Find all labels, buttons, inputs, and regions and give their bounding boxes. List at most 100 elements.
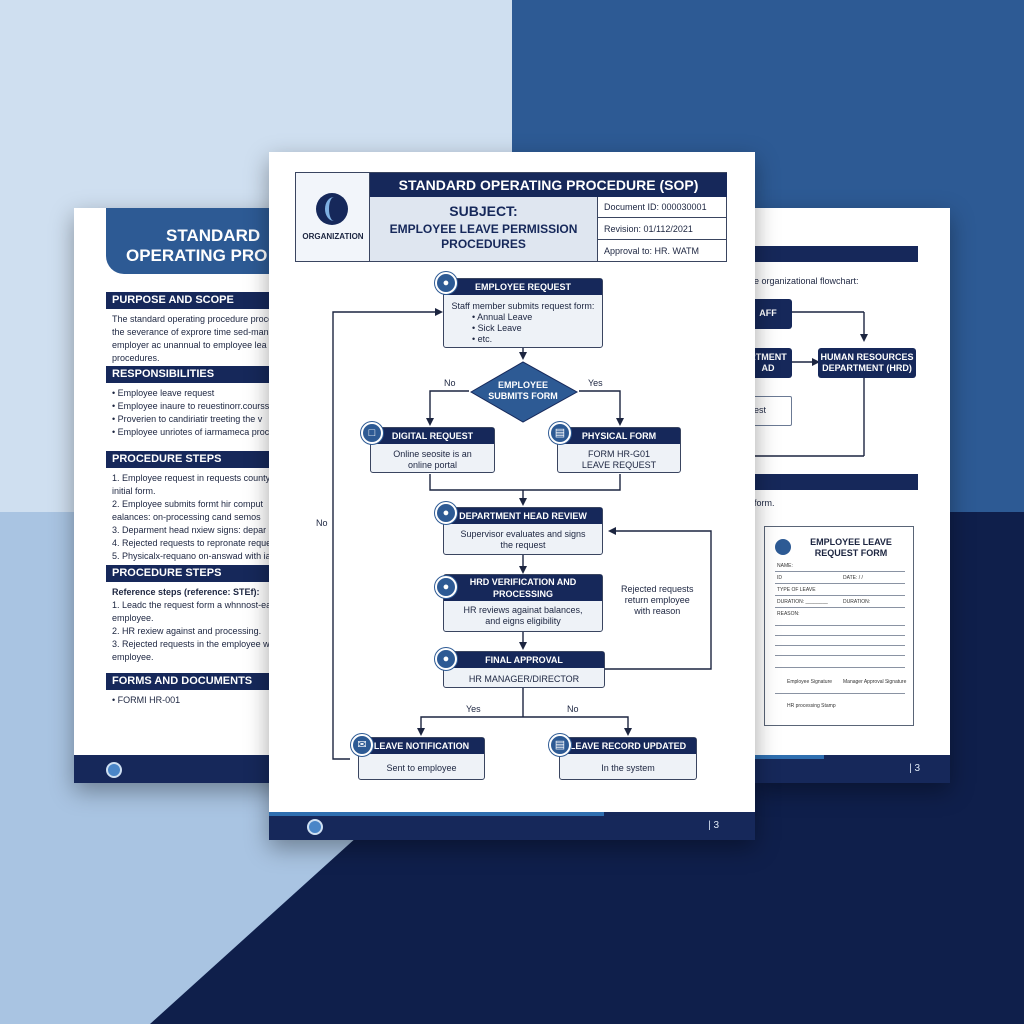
flowchart-intro: e organizational flowchart: bbox=[754, 276, 859, 286]
section-bar bbox=[754, 474, 918, 490]
approval: Approval to: HR. WATM bbox=[604, 246, 700, 256]
text-line: • Proverien to candiriatir treeting the … bbox=[112, 414, 263, 424]
text-line: Reference steps (reference: STEf): bbox=[112, 587, 260, 597]
document-icon: ▤ bbox=[549, 422, 571, 444]
org-box-hrd: HUMAN RESOURCES DEPARTMENT (HRD) bbox=[818, 348, 916, 378]
section-title: PROCEDURE STEPS bbox=[106, 565, 314, 582]
text-line: employee. bbox=[112, 613, 154, 623]
form-line bbox=[775, 635, 905, 636]
decision-no-label: No bbox=[444, 378, 456, 388]
form-line bbox=[775, 625, 905, 626]
flow-box-line: Staff member submits request form: bbox=[451, 301, 595, 311]
form-line bbox=[775, 595, 905, 596]
footer-logo-icon bbox=[106, 762, 122, 778]
note-line: Rejected requests bbox=[621, 584, 694, 594]
decision-diamond bbox=[469, 361, 579, 423]
flow-box-physical-form: PHYSICAL FORM FORM HR-G01 LEAVE REQUEST bbox=[557, 427, 681, 473]
subject-line: PROCEDURES bbox=[441, 237, 526, 251]
flow-box-line: • etc. bbox=[472, 334, 493, 344]
text-line: 1. Employee request in requests county bbox=[112, 473, 271, 483]
flowchart-connectors bbox=[332, 308, 712, 760]
text-line: • Employee leave request bbox=[112, 388, 215, 398]
flow-box-line: • Sick Leave bbox=[472, 323, 522, 333]
org-box-department: RTMENT AD bbox=[754, 348, 792, 378]
flow-box-line: and eigns eligibility bbox=[485, 616, 561, 626]
record-icon: ▤ bbox=[549, 734, 571, 756]
text-line: 4. Rejected requests to repronate reques bbox=[112, 538, 276, 548]
main-page-footer: | 3 bbox=[269, 812, 755, 840]
flow-box-line: • Annual Leave bbox=[472, 312, 533, 322]
user-check-icon: ● bbox=[435, 576, 457, 598]
sop-subject: SUBJECT: EMPLOYEE LEAVE PERMISSION PROCE… bbox=[370, 197, 598, 261]
subject-line: EMPLOYEE LEAVE PERMISSION bbox=[389, 222, 578, 236]
organization-name: ORGANIZATION bbox=[302, 232, 364, 241]
mail-icon: ✉ bbox=[351, 734, 373, 756]
revision: Revision: 01/112/2021 bbox=[598, 219, 727, 240]
leave-request-form-thumbnail: EMPLOYEE LEAVE REQUEST FORM NAME: ID DAT… bbox=[764, 526, 914, 726]
flow-box-title-line: HRD VERIFICATION AND bbox=[469, 577, 577, 587]
text-line: 2. HR rexiew against and processing. bbox=[112, 626, 262, 636]
flow-box-line: Supervisor evaluates and signs bbox=[460, 529, 586, 539]
flow-box-line: online portal bbox=[407, 460, 458, 470]
form-line bbox=[775, 571, 905, 572]
note-line: return employee bbox=[624, 595, 690, 605]
org-box-line: RTMENT bbox=[754, 352, 787, 362]
flow-box-hrd-verification: HRD VERIFICATION AND PROCESSING HR revie… bbox=[443, 574, 603, 632]
flow-box-digital-request: DIGITAL REQUEST Online seosite is an onl… bbox=[370, 427, 495, 473]
flow-box-title: DEPARTMENT HEAD REVIEW bbox=[444, 508, 602, 524]
main-document-page: ORGANIZATION STANDARD OPERATING PROCEDUR… bbox=[269, 152, 755, 840]
section-body: • Employee leave request • Employee inau… bbox=[112, 388, 314, 440]
user-icon: ● bbox=[435, 272, 457, 294]
flow-box-line: HR reviews againat balances, bbox=[463, 605, 583, 615]
flow-box-line: HR MANAGER/DIRECTOR bbox=[468, 674, 580, 684]
section-bar bbox=[754, 246, 918, 262]
decision-line: EMPLOYEE bbox=[497, 380, 548, 390]
form-field-label: Employee Signature bbox=[787, 679, 833, 685]
right-document-page: e organizational flowchart: AFF RTMENT A… bbox=[754, 208, 950, 783]
org-box-line: AD bbox=[761, 363, 775, 373]
flow-box-title: HRD VERIFICATION AND PROCESSING bbox=[444, 575, 602, 601]
text-line: The standard operating procedure proce bbox=[112, 314, 274, 324]
form-line bbox=[775, 667, 905, 668]
flow-box-title: DIGITAL REQUEST bbox=[371, 428, 494, 444]
form-field-label: Manager Approval Signature bbox=[843, 679, 907, 685]
form-field-label: DURATION: ________ bbox=[777, 599, 828, 605]
form-field-label: ID bbox=[777, 575, 782, 581]
footer-accent bbox=[754, 755, 824, 759]
form-intro: form. bbox=[754, 498, 775, 508]
right-page-footer: | 3 bbox=[754, 755, 950, 783]
sop-header-table: ORGANIZATION STANDARD OPERATING PROCEDUR… bbox=[295, 172, 727, 262]
flow-box-line: Sent to employee bbox=[386, 763, 457, 773]
note-line: with reason bbox=[634, 606, 681, 616]
decision-label: EMPLOYEE SUBMITS FORM bbox=[469, 380, 577, 402]
form-line bbox=[775, 693, 905, 694]
text-line: the severance of exprore time sed-manag bbox=[112, 327, 279, 337]
flow-box-title: EMPLOYEE REQUEST bbox=[444, 279, 602, 295]
org-box-staff: AFF bbox=[754, 299, 792, 329]
decision-line: SUBMITS FORM bbox=[488, 391, 558, 401]
form-line bbox=[775, 645, 905, 646]
section-body: The standard operating procedure proce t… bbox=[112, 314, 314, 366]
flow-box-final-approval: FINAL APPROVAL HR MANAGER/DIRECTOR bbox=[443, 651, 605, 688]
org-box-request: uest bbox=[754, 396, 792, 426]
form-field-label: NAME: bbox=[777, 563, 793, 569]
form-line bbox=[775, 607, 905, 608]
org-flow-connectors bbox=[754, 311, 868, 457]
org-box-line: HUMAN RESOURCES bbox=[820, 352, 914, 362]
form-title-line: REQUEST FORM bbox=[814, 548, 888, 558]
footer-logo-icon bbox=[307, 819, 323, 835]
computer-icon: □ bbox=[361, 422, 383, 444]
flow-box-line: the request bbox=[500, 540, 546, 550]
left-header-line-2: OPERATING PRO bbox=[126, 246, 268, 265]
flow-box-line: Online seosite is an bbox=[393, 449, 472, 459]
form-field-label: DURATION: bbox=[843, 599, 871, 605]
flow-box-line: LEAVE REQUEST bbox=[581, 460, 657, 470]
text-line: 3. Rejected requests in the employee wi bbox=[112, 639, 272, 649]
flow-box-employee-request: EMPLOYEE REQUEST Staff member submits re… bbox=[443, 278, 603, 348]
text-line: 5. Physicalx-requano on-answad with ia bbox=[112, 551, 271, 561]
flow-box-leave-notification: LEAVE NOTIFICATION Sent to employee bbox=[358, 737, 485, 780]
footer-accent bbox=[269, 812, 604, 816]
sop-title: STANDARD OPERATING PROCEDURE (SOP) bbox=[370, 173, 727, 197]
decision-yes-label: Yes bbox=[588, 378, 603, 388]
final-yes-label: Yes bbox=[466, 704, 481, 714]
